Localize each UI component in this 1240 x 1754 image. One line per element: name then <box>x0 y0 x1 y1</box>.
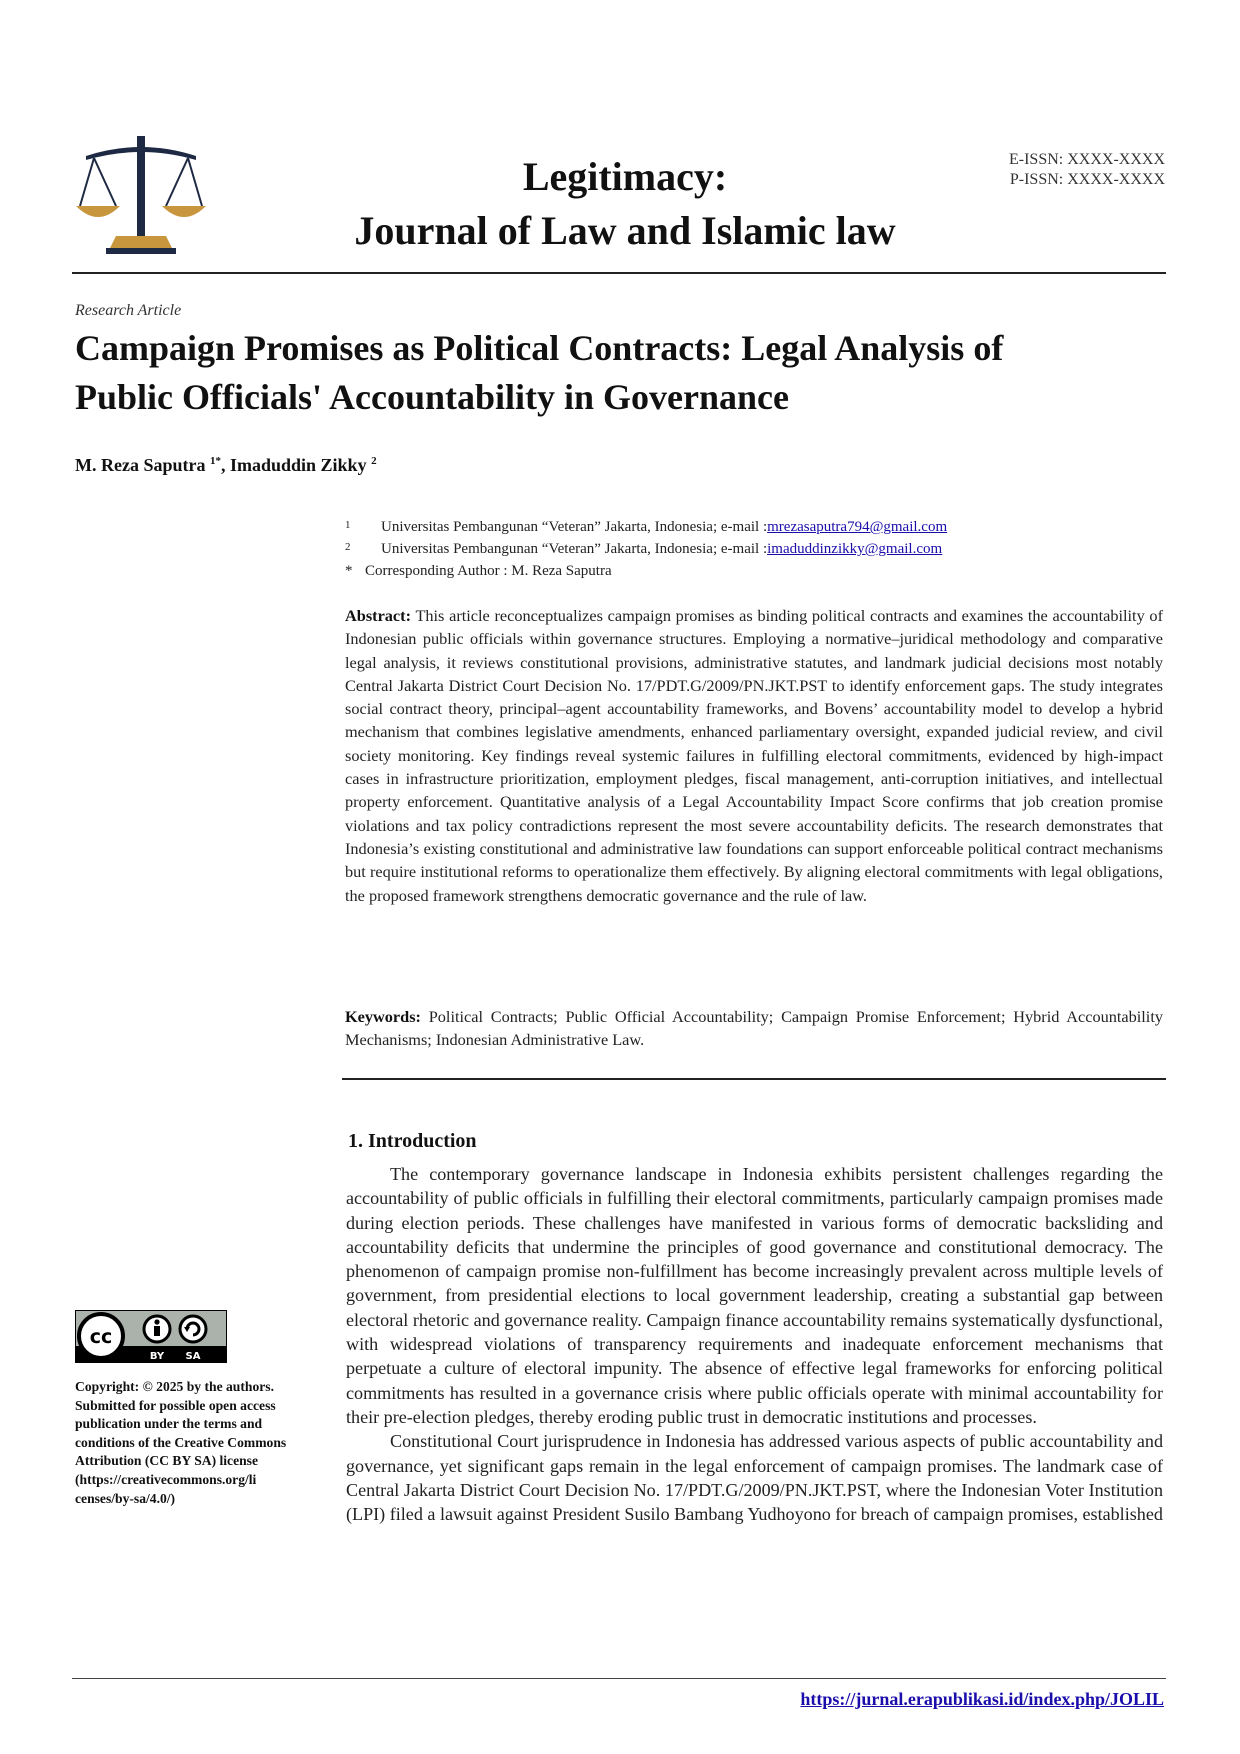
journal-title-line1: Legitimacy: <box>522 154 728 199</box>
affiliation-item: 1 Universitas Pembangunan “Veteran” Jaka… <box>345 516 1165 538</box>
article-type: Research Article <box>75 302 182 319</box>
keywords: Keywords: Political Contracts; Public Of… <box>345 1005 1163 1052</box>
journal-title: Legitimacy: Journal of Law and Islamic l… <box>290 150 960 258</box>
affiliation-number: 1 <box>345 519 351 531</box>
corresponding-author: * Corresponding Author : M. Reza Saputra <box>345 560 1165 582</box>
svg-text:cc: cc <box>90 1326 113 1348</box>
author-name: Imaduddin Zikky <box>229 455 367 475</box>
creative-commons-by-sa-icon[interactable]: cc BY SA <box>75 1310 227 1363</box>
journal-title-line2: Journal of Law and Islamic law <box>354 208 896 253</box>
email-link[interactable]: imaduddinzikky@gmail.com <box>767 541 943 557</box>
corresponding-mark: * <box>345 563 353 579</box>
eissn: E-ISSN: XXXX-XXXX <box>1009 151 1165 168</box>
affiliation-number: 2 <box>345 541 351 553</box>
affiliation-text: Universitas Pembangunan “Veteran” Jakart… <box>381 519 768 535</box>
copyright-notice: Copyright: © 2025 by the authors. Submit… <box>75 1379 287 1506</box>
author-affiliation-mark: 2 <box>371 455 377 467</box>
abstract-label: Abstract: <box>345 606 412 625</box>
scales-of-justice-crescent-icon <box>76 96 206 256</box>
keywords-label: Keywords: <box>345 1007 421 1026</box>
paragraph: The contemporary governance landscape in… <box>346 1164 1163 1427</box>
author-affiliation-mark: 1* <box>209 455 221 467</box>
abstract-text: This article reconceptualizes campaign p… <box>345 606 1163 905</box>
article-title-line1: Campaign Promises as Political Contracts… <box>75 328 1004 368</box>
author-list: M. Reza Saputra 1*, Imaduddin Zikky 2 <box>75 455 377 476</box>
affiliations: 1 Universitas Pembangunan “Veteran” Jaka… <box>345 516 1165 582</box>
paragraph: Constitutional Court jurisprudence in In… <box>346 1431 1163 1525</box>
article-title-line2: Public Officials' Accountability in Gove… <box>75 377 789 417</box>
footer-divider <box>72 1678 1166 1679</box>
article-title: Campaign Promises as Political Contracts… <box>75 324 1175 422</box>
section-heading: 1. Introduction <box>348 1130 477 1152</box>
email-link[interactable]: mrezasaputra794@gmail.com <box>767 519 948 535</box>
header-divider <box>72 272 1166 274</box>
journal-url-link[interactable]: https://jurnal.erapublikasi.id/index.php… <box>800 1689 1164 1709</box>
abstract-divider <box>342 1078 1166 1080</box>
corresponding-text: Corresponding Author : M. Reza Saputra <box>365 563 612 579</box>
affiliation-text: Universitas Pembangunan “Veteran” Jakart… <box>381 541 768 557</box>
section-body: The contemporary governance landscape in… <box>346 1162 1163 1526</box>
author-separator: , <box>220 455 226 475</box>
pissn: P-ISSN: XXXX-XXXX <box>1009 171 1165 188</box>
abstract: Abstract: This article reconceptualizes … <box>345 604 1163 907</box>
issn-block: E-ISSN: XXXX-XXXX P-ISSN: XXXX-XXXX <box>985 150 1165 190</box>
author-name: M. Reza Saputra <box>75 455 206 475</box>
keywords-text: Political Contracts; Public Official Acc… <box>345 1007 1163 1050</box>
affiliation-item: 2 Universitas Pembangunan “Veteran” Jaka… <box>345 538 1165 560</box>
cc-by-label: BY <box>150 1351 165 1362</box>
cc-sa-label: SA <box>186 1351 201 1362</box>
